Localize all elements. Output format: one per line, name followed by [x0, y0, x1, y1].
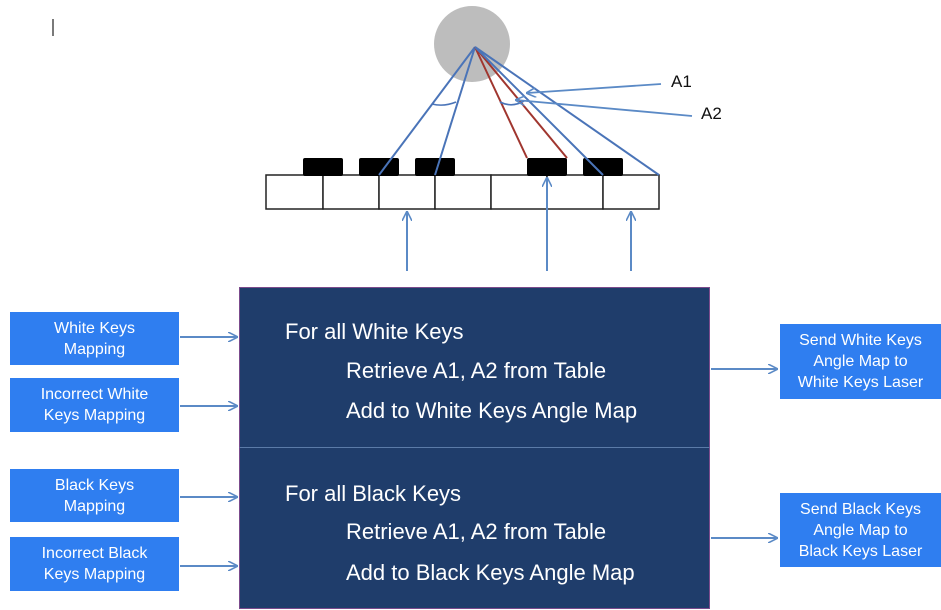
white-key — [546, 174, 604, 210]
process-white-line2: Retrieve A1, A2 from Table — [346, 358, 607, 383]
output-white-keys-laser: Send White Keys Angle Map to White Keys … — [780, 324, 941, 399]
white-beam — [474, 46, 604, 176]
black-key — [415, 158, 455, 176]
process-black-line2: Retrieve A1, A2 from Table — [346, 519, 607, 544]
piano-keyboard — [265, 158, 660, 210]
a1-pointer-arrow — [527, 83, 662, 93]
black-key — [303, 158, 343, 176]
label-a1: A1 — [671, 72, 692, 91]
white-beam — [378, 46, 476, 176]
black-key — [527, 158, 567, 176]
laser-beams — [378, 46, 660, 176]
white-key — [322, 174, 380, 210]
process-black-line3: Add to Black Keys Angle Map — [346, 560, 635, 585]
output-black-keys-laser: Send Black Keys Angle Map to Black Keys … — [780, 493, 941, 567]
process-white-line3: Add to White Keys Angle Map — [346, 398, 638, 423]
white-beam — [434, 46, 476, 176]
white-key — [434, 174, 492, 210]
input-incorrect-white-keys-mapping: Incorrect White Keys Mapping — [10, 378, 179, 432]
input-white-keys-mapping: White Keys Mapping — [10, 312, 179, 365]
white-key — [602, 174, 660, 210]
angle-arc — [431, 101, 457, 106]
white-key — [265, 174, 324, 210]
process-white-keys: For all White Keys Retrieve A1, A2 from … — [239, 287, 710, 447]
process-black-line1: For all Black Keys — [285, 481, 462, 506]
white-key — [490, 174, 548, 210]
input-incorrect-black-keys-mapping: Incorrect Black Keys Mapping — [10, 537, 179, 591]
label-a2: A2 — [701, 104, 722, 123]
a2-pointer-arrow — [516, 100, 693, 117]
white-key — [378, 174, 436, 210]
process-white-line1: For all White Keys — [285, 319, 464, 344]
black-key — [583, 158, 623, 176]
process-black-keys: For all Black Keys Retrieve A1, A2 from … — [239, 447, 710, 609]
white-beam — [474, 46, 660, 176]
black-key — [359, 158, 399, 176]
input-black-keys-mapping: Black Keys Mapping — [10, 469, 179, 522]
